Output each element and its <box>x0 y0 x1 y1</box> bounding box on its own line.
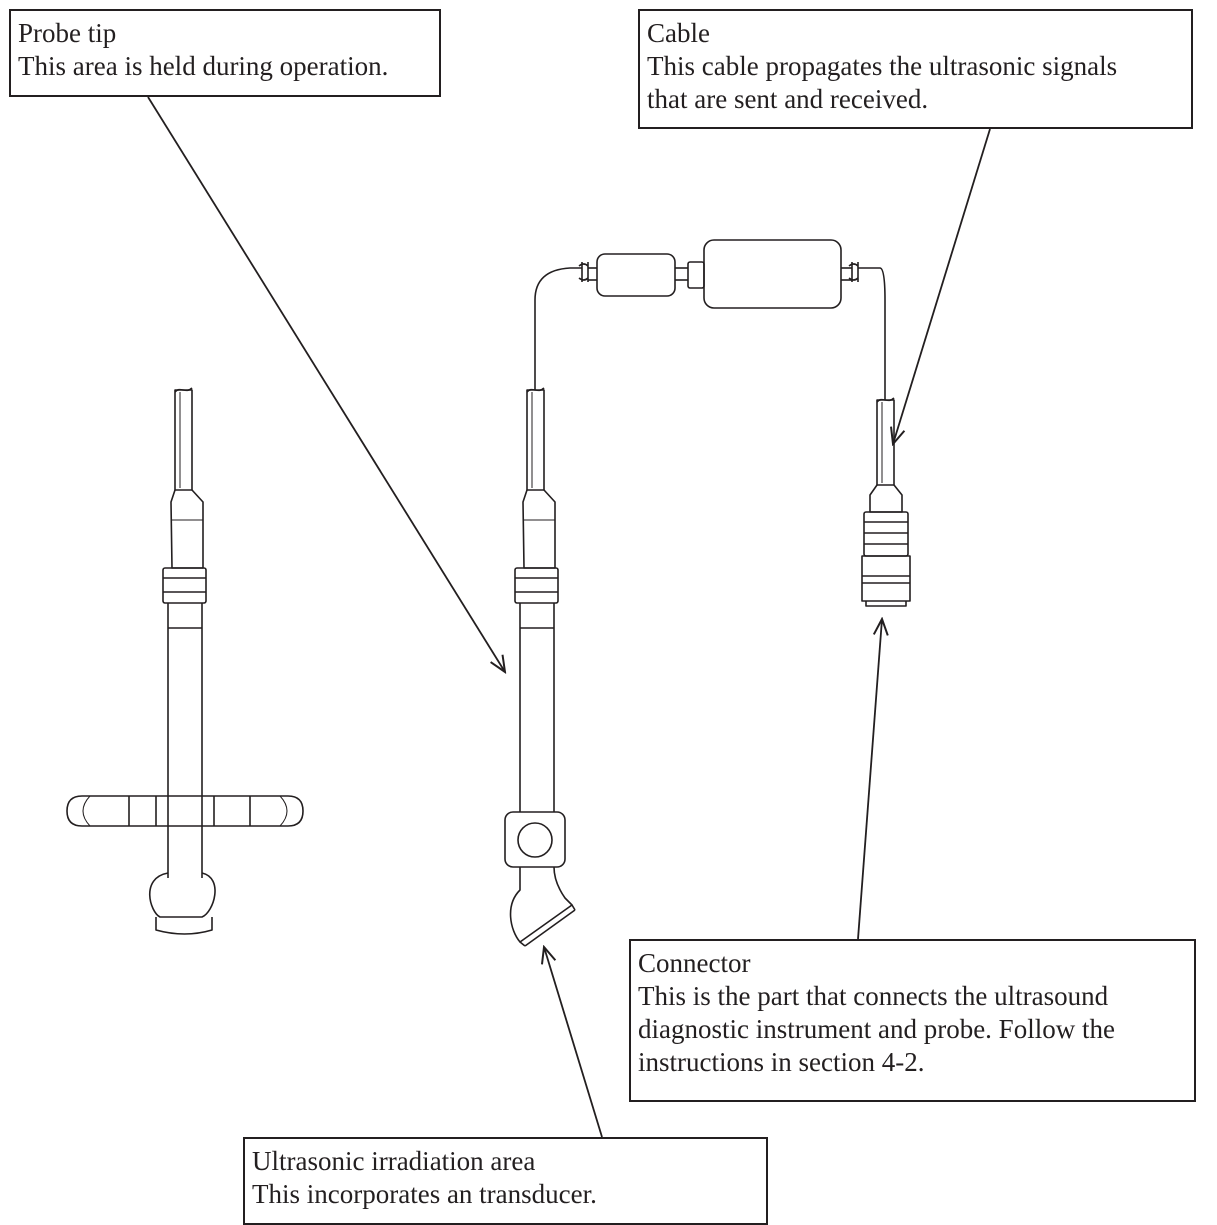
callout-text: This is the part that connects the ultra… <box>638 981 1109 1011</box>
callout-text: that are sent and received. <box>647 84 929 114</box>
connector-leader <box>857 619 882 940</box>
connector-drawing <box>861 397 911 607</box>
connector-callout: Connector This is the part that connects… <box>629 939 1196 1102</box>
callout-text: This incorporates an transducer. <box>252 1179 597 1209</box>
callout-title: Connector <box>638 948 751 978</box>
callout-title: Probe tip <box>18 18 117 48</box>
callout-text: diagnostic instrument and probe. Follow … <box>638 1014 1115 1044</box>
probe-side-view <box>504 387 576 947</box>
probe-tip-callout: Probe tip This area is held during opera… <box>9 9 441 97</box>
callout-title: Ultrasonic irradiation area <box>252 1146 536 1176</box>
callout-title: Cable <box>647 18 710 48</box>
callout-text: instructions in section 4-2. <box>638 1047 925 1077</box>
cable-callout: Cable This cable propagates the ultrason… <box>638 9 1193 129</box>
cable-leader <box>893 128 991 444</box>
irradiation-callout: Ultrasonic irradiation area This incorpo… <box>243 1137 768 1225</box>
probe-front-view <box>66 387 304 935</box>
probe-tip-leader <box>147 96 505 672</box>
callout-text: This area is held during operation. <box>18 51 389 81</box>
irradiation-leader <box>544 947 603 1138</box>
callout-text: This cable propagates the ultrasonic sig… <box>647 51 1118 81</box>
cable-drawing <box>534 239 886 400</box>
